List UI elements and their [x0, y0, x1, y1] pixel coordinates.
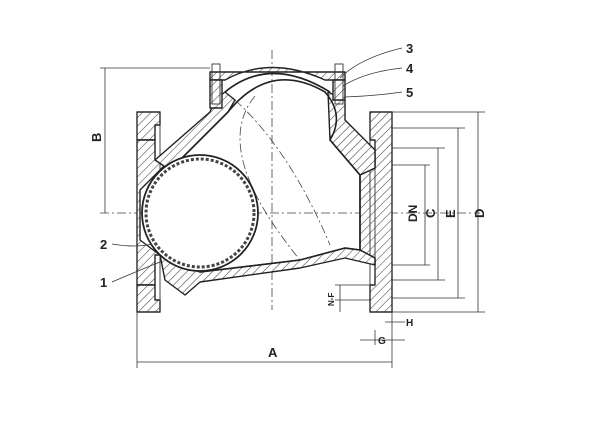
- part-label-3: 3: [406, 41, 413, 56]
- dimension-label-B: B: [89, 133, 104, 142]
- part-label-1: 1: [100, 275, 107, 290]
- dimension-label-D: D: [472, 209, 487, 218]
- dimension-label-E: E: [443, 209, 458, 218]
- leader-lines: [111, 47, 403, 283]
- part-label-4: 4: [406, 61, 414, 76]
- dimension-label-G: G: [378, 336, 386, 347]
- valve-body: [154, 79, 376, 296]
- dimension-label-A: A: [268, 345, 278, 360]
- cover: [209, 66, 346, 109]
- ball-travel-path: [234, 95, 331, 261]
- left-flange: [136, 111, 171, 313]
- dimension-label-NF: N-F: [327, 293, 336, 306]
- cover-bolts: [211, 63, 344, 105]
- dimension-label-C: C: [423, 208, 438, 218]
- part-label-5: 5: [406, 85, 413, 100]
- part-label-2: 2: [100, 237, 107, 252]
- dimension-label-DN: DN: [406, 205, 420, 222]
- dimension-lines: [100, 67, 485, 368]
- ball: [141, 154, 259, 272]
- dimension-label-H: H: [406, 318, 413, 329]
